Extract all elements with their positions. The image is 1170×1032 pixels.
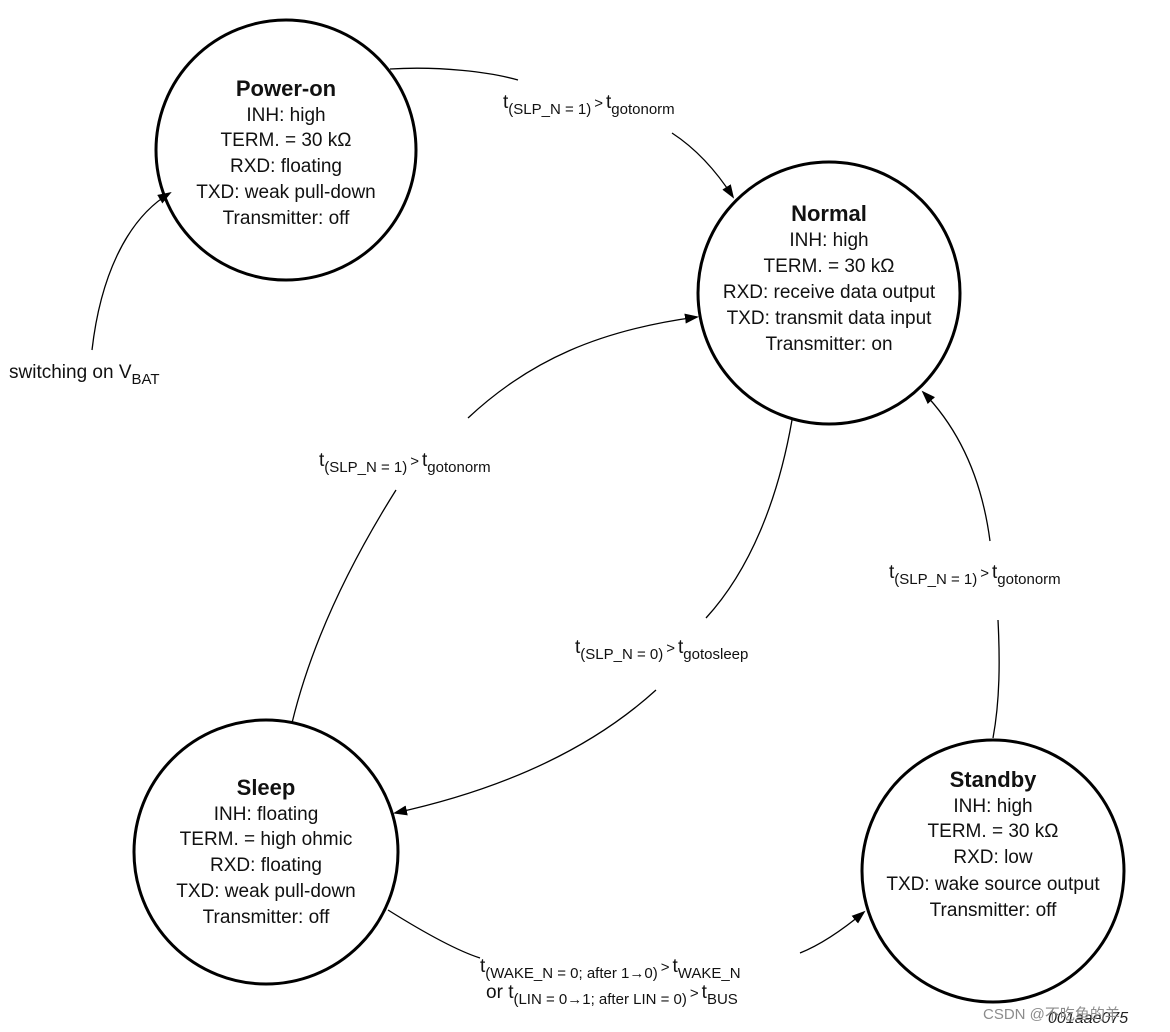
arrow-normal-to-sleep-a [705,419,793,619]
label-prefix: or [486,982,503,1003]
state-line-standby-transmitter: Transmitter: off [929,900,1057,921]
label-sleep-to-standby-line2: or t(LIN = 0→1; after LIN = 0)>tBUS [486,982,738,1008]
arrow-sleep-to-normal-a [291,489,397,724]
label-target: gotonorm [997,571,1061,588]
state-line-standby-txd: TXD: wake source output [886,874,1100,895]
arrow-standby-to-normal-b [921,390,991,542]
state-title-standby: Standby [949,767,1037,792]
label-gt: > [410,453,420,470]
label-t: t [575,637,581,658]
state-line-normal-txd: TXD: transmit data input [726,308,932,329]
state-line-power-on-rxd: RXD: floating [230,156,342,177]
label-t2: t [422,450,428,471]
label-condition: (SLP_N = 1) [324,459,408,476]
state-line-power-on-transmitter: Transmitter: off [222,208,350,229]
arrow-power-on-to-normal-b [671,132,735,199]
state-line-normal-inh: INH: high [789,230,869,251]
state-line-power-on-inh: INH: high [246,105,326,126]
label-switching-on-vbat: switching on VBAT [9,362,160,388]
state-circle-sleep [132,718,400,986]
label-vbat-sub: BAT [131,371,160,388]
label-t: t [503,92,509,113]
label-condition: (WAKE_N = 0; after 1→0) [485,965,658,982]
label-t2: t [701,982,707,1003]
figure-id: 001aae075 [1048,1010,1129,1027]
label-vbat-text: switching on V [9,362,132,383]
state-line-sleep-rxd: RXD: floating [210,855,322,876]
label-normal-to-sleep: t(SLP_N = 0)>tgotosleep [575,637,748,663]
label-power-on-to-normal: t(SLP_N = 1)>tgotonorm [503,92,675,118]
label-target: gotonorm [611,101,675,118]
label-gt: > [980,565,990,582]
arrow-power-on-to-normal-a [389,67,519,81]
label-condition: (SLP_N = 1) [508,101,592,118]
label-t2: t [672,956,678,977]
label-target: gotonorm [427,459,491,476]
state-title-normal: Normal [791,201,867,226]
state-line-power-on-term: TERM. = 30 kΩ [220,130,352,151]
state-line-standby-term: TERM. = 30 kΩ [927,821,1059,842]
state-line-sleep-inh: INH: floating [213,804,319,825]
label-target: gotosleep [683,646,749,663]
label-t: t [319,450,325,471]
arrow-standby-to-normal-a [992,619,1000,739]
state-line-normal-term: TERM. = 30 kΩ [763,256,895,277]
state-circle-power-on [154,18,418,282]
state-title-sleep: Sleep [236,775,296,800]
state-line-standby-rxd: RXD: low [953,847,1033,868]
state-circle-normal [696,160,962,426]
state-line-normal-transmitter: Transmitter: on [765,334,893,355]
arrow-sleep-to-normal-b [467,313,699,419]
state-line-standby-inh: INH: high [953,796,1033,817]
label-t2: t [992,562,998,583]
state-title-power-on: Power-on [235,76,337,101]
label-gt: > [660,959,670,976]
label-t2: t [606,92,612,113]
label-t2: t [678,637,684,658]
watermark: CSDN @不吃鱼的羊 [983,1006,1120,1023]
label-gt: > [666,640,676,657]
state-line-normal-rxd: RXD: receive data output [722,282,936,303]
state-line-sleep-transmitter: Transmitter: off [202,907,330,928]
label-t: t [480,956,486,977]
arrow-sleep-to-standby-b [799,910,866,954]
state-line-sleep-txd: TXD: weak pull-down [176,881,356,902]
state-circle-standby [860,738,1126,1004]
label-t: t [508,982,514,1003]
label-gt: > [689,985,699,1002]
arrow-sleep-to-standby-a [387,909,481,959]
label-t: t [889,562,895,583]
label-gt: > [594,95,604,112]
state-line-sleep-term: TERM. = high ohmic [179,829,353,850]
label-condition: (SLP_N = 0) [580,646,664,663]
label-target: WAKE_N [677,965,741,982]
label-condition: (SLP_N = 1) [894,571,978,588]
arrow-normal-to-sleep-b [393,689,657,816]
state-line-power-on-txd: TXD: weak pull-down [196,182,376,203]
label-condition: (LIN = 0→1; after LIN = 0) [513,991,687,1008]
label-sleep-to-standby-line1: t(WAKE_N = 0; after 1→0)>tWAKE_N [480,956,741,982]
label-target: BUS [706,991,738,1008]
label-sleep-to-normal: t(SLP_N = 1)>tgotonorm [319,450,491,476]
label-standby-to-normal: t(SLP_N = 1)>tgotonorm [889,562,1061,588]
arrow-vbat-to-power-on [91,191,172,351]
